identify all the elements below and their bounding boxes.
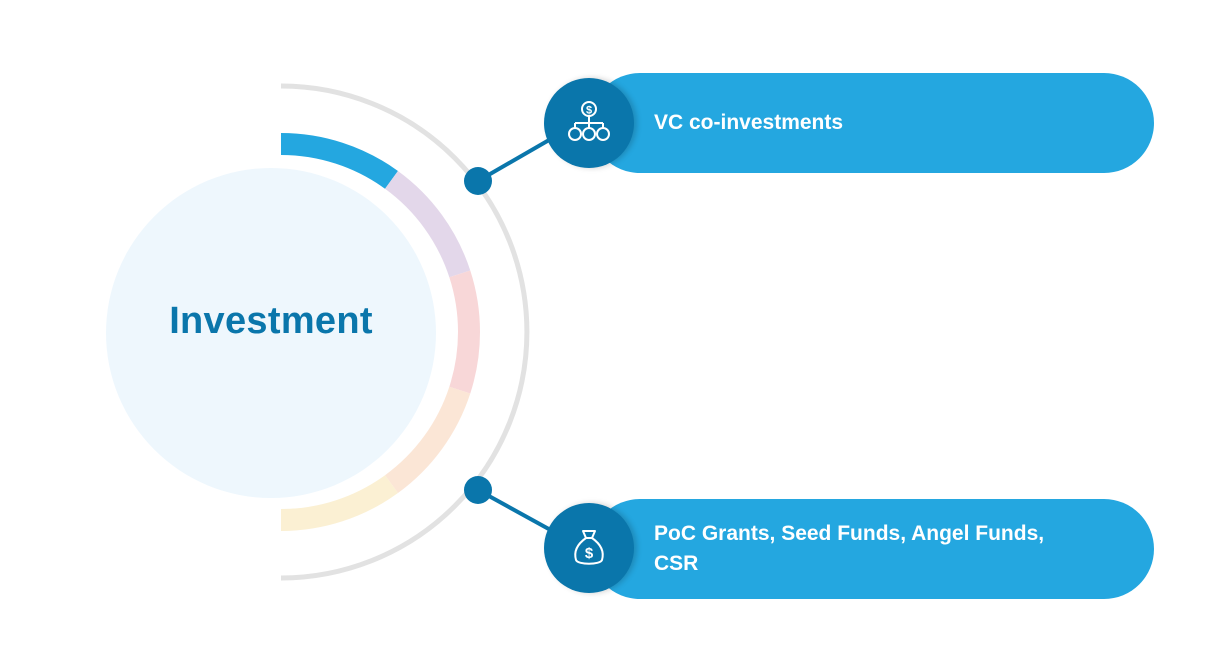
arc-segment-5 [280,475,398,531]
connector-line-bottom [477,488,557,535]
item-label: PoC Grants, Seed Funds, Angel Funds, CSR [654,522,1045,575]
connector-line-top [477,134,557,183]
item-card-vc-coinvestments: VC co-investments [590,73,1154,173]
svg-text:$: $ [585,545,594,562]
outer-arc [280,83,530,581]
center-circle [106,168,436,498]
connector-node-bottom [464,476,492,504]
arc-segment-1 [280,133,398,189]
connector-node-top [464,167,492,195]
item-label: VC co-investments [654,111,844,134]
svg-text:$: $ [586,105,592,117]
segmented-arc [280,133,480,531]
arc-segment-3 [449,270,480,394]
money-bag-icon: $ [544,503,634,593]
center-title: Investment [169,300,373,342]
arc-segment-2 [384,171,471,278]
funding-hierarchy-icon: $ [544,78,634,168]
item-card-grants-funds: PoC Grants, Seed Funds, Angel Funds, CSR [590,499,1154,599]
arc-segment-4 [384,386,471,493]
